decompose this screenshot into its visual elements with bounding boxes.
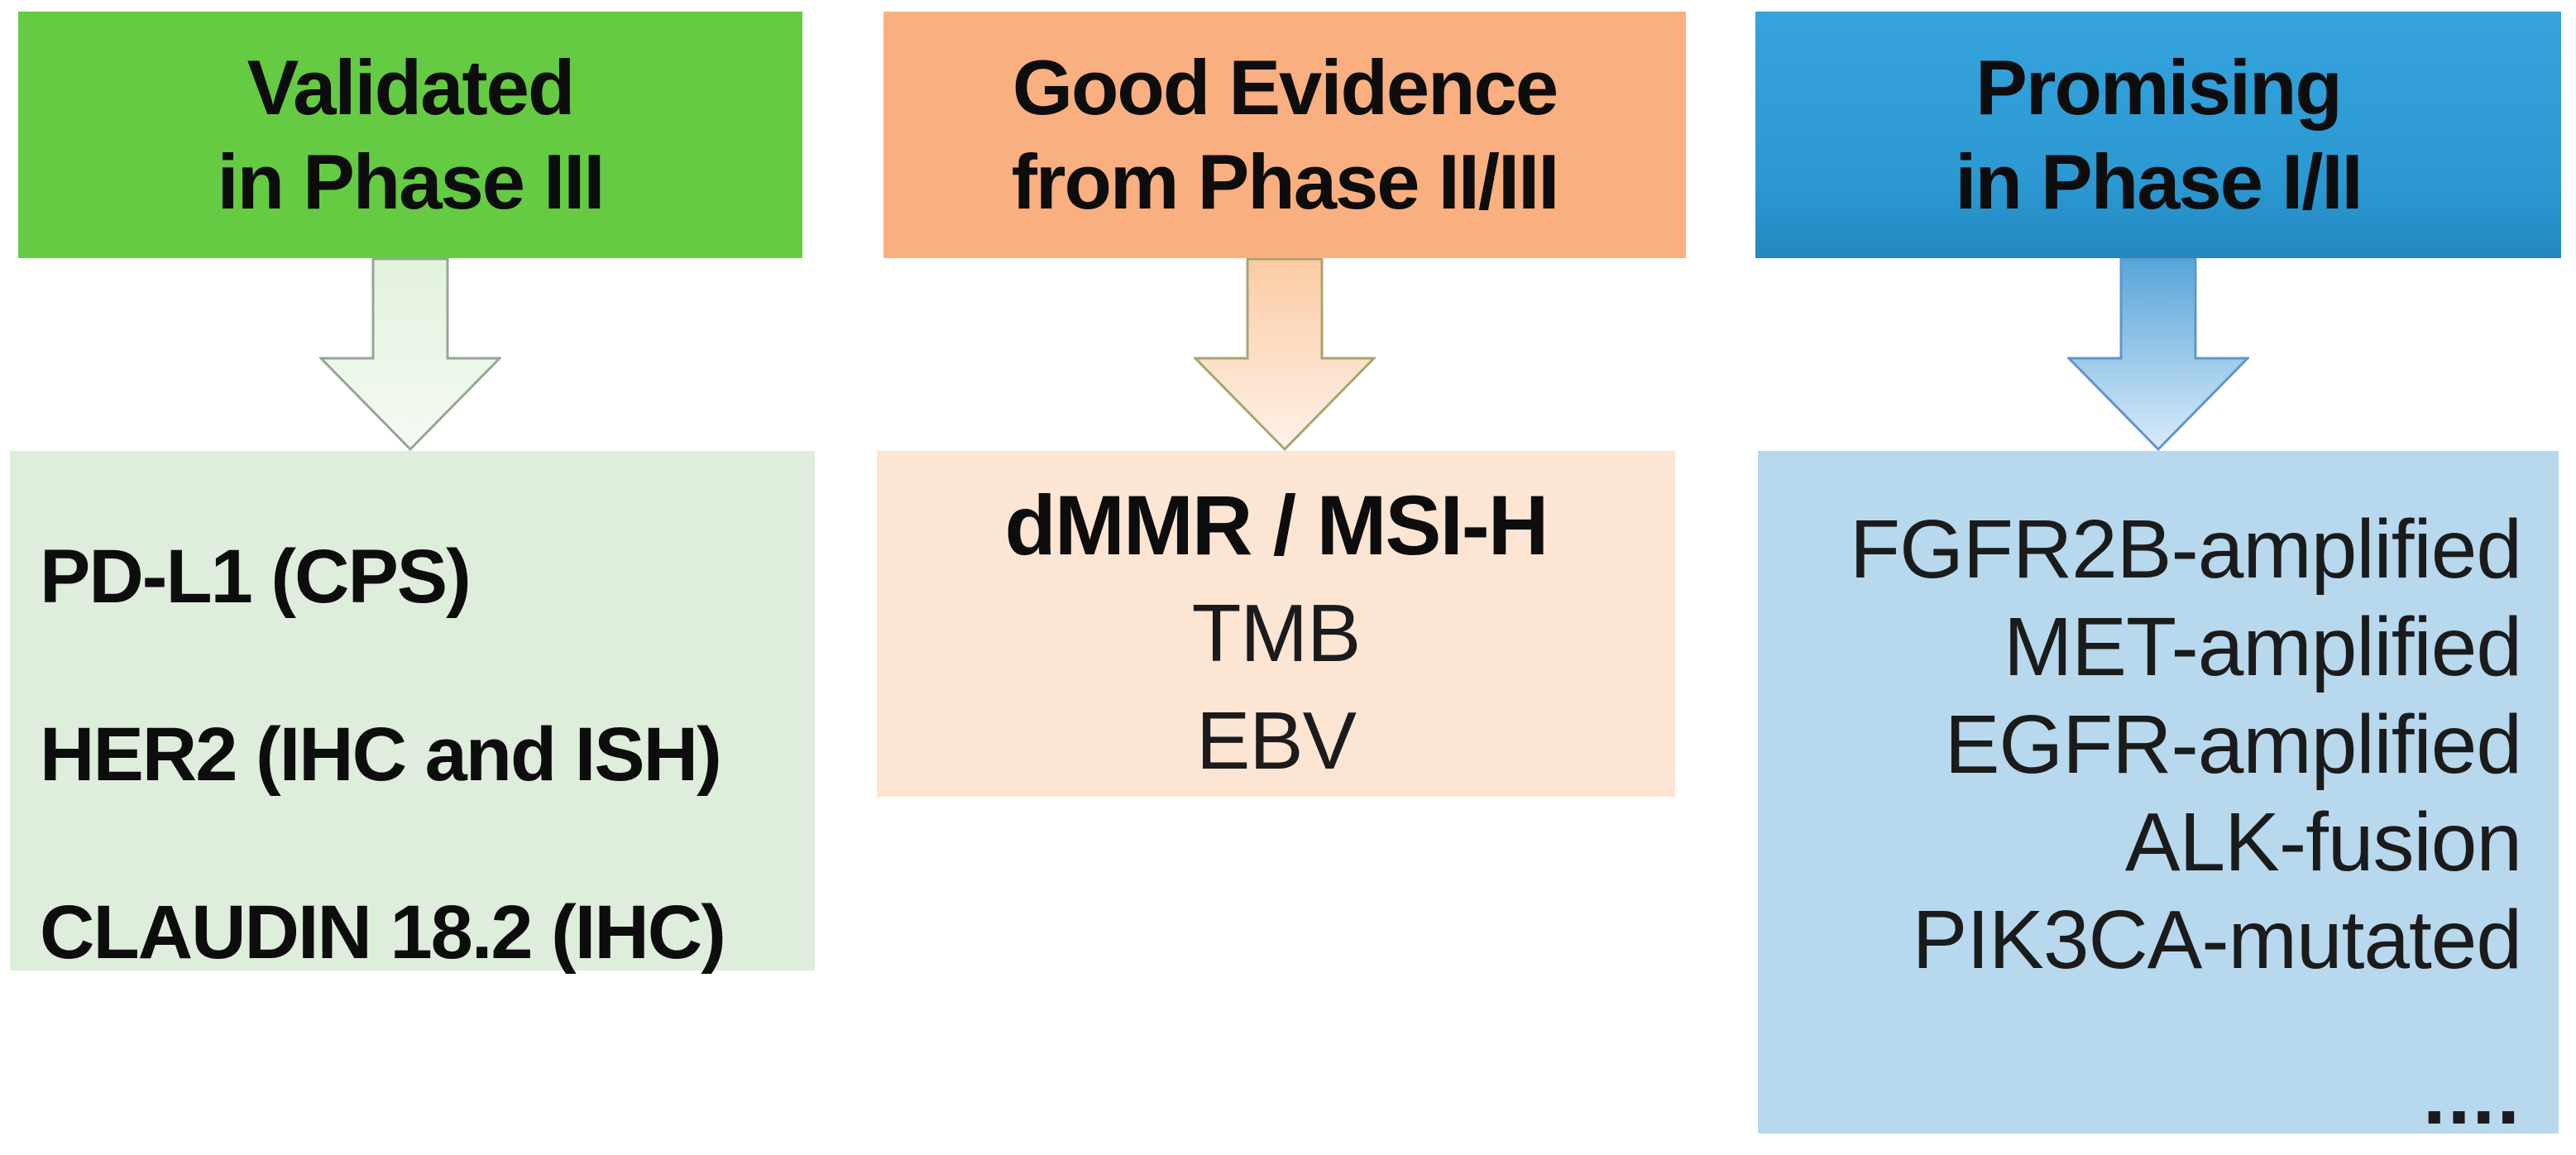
header-line: in Phase III <box>217 138 605 225</box>
header-line: in Phase I/II <box>1955 138 2363 225</box>
biomarker-her2: HER2 (IHC and ISH) <box>40 712 722 797</box>
ellipsis-more-biomarkers: .... <box>2422 1049 2521 1142</box>
header-validated-phase3: Validated in Phase III <box>18 12 802 258</box>
header-good-evidence-phase23: Good Evidence from Phase II/III <box>883 12 1686 258</box>
header-line: Good Evidence <box>1012 44 1559 131</box>
biomarker-met: MET-amplified <box>2003 601 2522 693</box>
header-line: Promising <box>1975 44 2343 131</box>
biomarker-pik3ca: PIK3CA-mutated <box>1912 894 2522 986</box>
header-line: from Phase II/III <box>1011 138 1560 225</box>
biomarker-fgfr2b: FGFR2B-amplified <box>1850 503 2522 596</box>
box-good-evidence-biomarkers: dMMR / MSI-H TMB EBV <box>877 451 1675 797</box>
down-arrow-icon-green <box>319 258 501 451</box>
biomarker-pdl1: PD-L1 (CPS) <box>40 534 472 619</box>
down-arrow-icon-blue <box>2067 258 2249 451</box>
biomarker-dmmr-msih: dMMR / MSI-H <box>1004 478 1549 573</box>
biomarker-ebv: EBV <box>1195 695 1357 786</box>
biomarker-claudin182: CLAUDIN 18.2 (IHC) <box>40 890 726 975</box>
down-arrow-icon-peach <box>1194 258 1376 451</box>
biomarker-alk: ALK-fusion <box>2124 796 2522 889</box>
header-line: Validated <box>247 44 576 131</box>
biomarker-egfr: EGFR-amplified <box>1944 698 2522 791</box>
header-promising-phase12: Promising in Phase I/II <box>1755 12 2561 258</box>
box-promising-biomarkers: FGFR2B-amplified MET-amplified EGFR-ampl… <box>1758 451 2559 1142</box>
biomarker-tmb: TMB <box>1191 587 1362 678</box>
box-validated-biomarkers: PD-L1 (CPS) HER2 (IHC and ISH) CLAUDIN 1… <box>10 451 815 975</box>
